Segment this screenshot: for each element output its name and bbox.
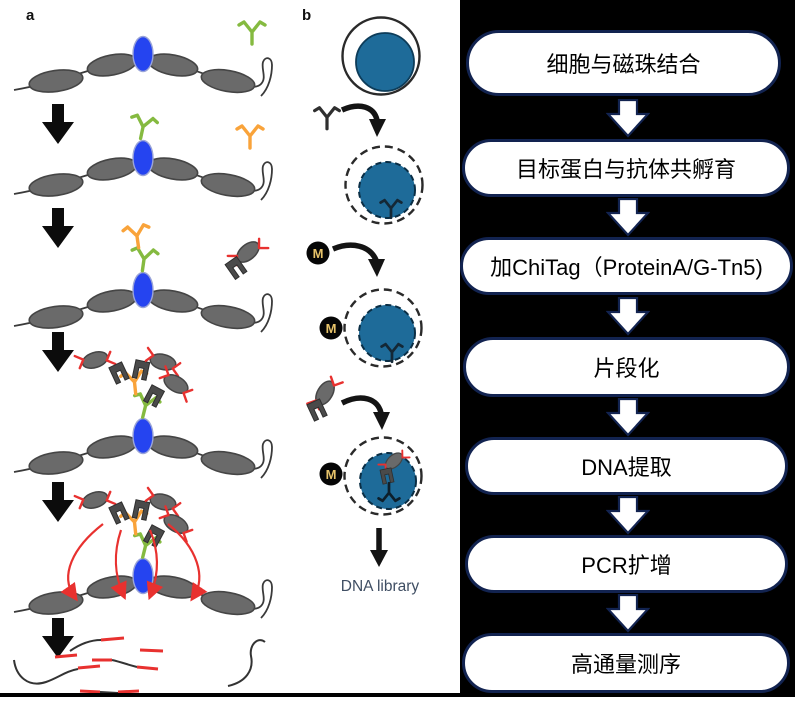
step-arrow-icon bbox=[42, 618, 74, 658]
tn5-complex-cluster bbox=[73, 343, 198, 408]
library-arrow bbox=[370, 528, 388, 567]
svg-text:M: M bbox=[326, 321, 337, 336]
step-arrow-icon bbox=[42, 104, 74, 144]
step-arrow-icon bbox=[42, 332, 74, 372]
chromatin-strand bbox=[13, 271, 273, 333]
tn5-transposome-icon bbox=[224, 231, 270, 280]
secondary-antibody-icon bbox=[235, 124, 265, 150]
flow-step-cell-bead-binding: 细胞与磁珠结合 bbox=[466, 30, 781, 96]
permeabilized-cell-with-antibody bbox=[344, 145, 424, 225]
add-tn5-arrow bbox=[340, 395, 390, 430]
magnetic-bead-icon: M bbox=[306, 241, 330, 265]
tagmentation-arrows bbox=[60, 523, 208, 602]
flow-arrow-icon bbox=[606, 297, 650, 336]
flow-step-fragmentation: 片段化 bbox=[463, 337, 790, 397]
flow-step-antibody-incubation: 目标蛋白与抗体共孵育 bbox=[462, 139, 790, 197]
bead-bound-cell: M bbox=[319, 288, 423, 368]
add-bead-arrow bbox=[331, 242, 385, 277]
step-arrow-icon bbox=[42, 482, 74, 522]
add-antibody-arrow bbox=[340, 103, 386, 137]
tagmented-cell: M bbox=[319, 436, 423, 516]
flow-step-dna-extraction: DNA提取 bbox=[465, 437, 788, 495]
tn5-complex-cluster bbox=[73, 483, 198, 548]
flow-arrow-icon bbox=[606, 594, 650, 633]
flow-arrow-icon bbox=[606, 198, 650, 237]
flow-step-pcr-amplification: PCR扩增 bbox=[465, 535, 788, 593]
svg-text:M: M bbox=[326, 467, 337, 482]
chromatin-strand bbox=[13, 35, 273, 97]
flow-step-add-chitag: 加ChiTag（ProteinA/G-Tn5) bbox=[460, 237, 793, 295]
svg-text:M: M bbox=[313, 246, 324, 261]
schematic-panels: a bbox=[13, 7, 424, 694]
flow-arrow-icon bbox=[606, 99, 650, 138]
flow-arrow-icon bbox=[606, 496, 650, 535]
chromatin-strand bbox=[13, 139, 273, 201]
tn5-transposome-icon bbox=[306, 371, 344, 422]
flow-step-high-throughput-sequencing: 高通量测序 bbox=[462, 633, 790, 693]
panel-a-label: a bbox=[26, 7, 35, 24]
dna-fragments bbox=[13, 636, 266, 694]
flow-arrow-icon bbox=[606, 398, 650, 437]
secondary-antibody-icon bbox=[120, 222, 154, 252]
chromatin-strand bbox=[13, 557, 273, 619]
primary-antibody-icon bbox=[126, 112, 160, 143]
step-arrow-icon bbox=[42, 208, 74, 248]
antibody-icon bbox=[313, 106, 341, 131]
primary-antibody-icon bbox=[127, 245, 161, 275]
workflow-panel: 细胞与磁珠结合 目标蛋白与抗体共孵育 加ChiTag（ProteinA/G-Tn… bbox=[460, 0, 795, 695]
dna-library-caption: DNA library bbox=[341, 578, 420, 595]
intact-cell bbox=[341, 16, 421, 96]
primary-antibody-icon bbox=[237, 20, 267, 46]
bottom-rule bbox=[0, 693, 795, 697]
panel-b-label: b bbox=[302, 7, 311, 24]
chromatin-strand bbox=[13, 417, 273, 479]
